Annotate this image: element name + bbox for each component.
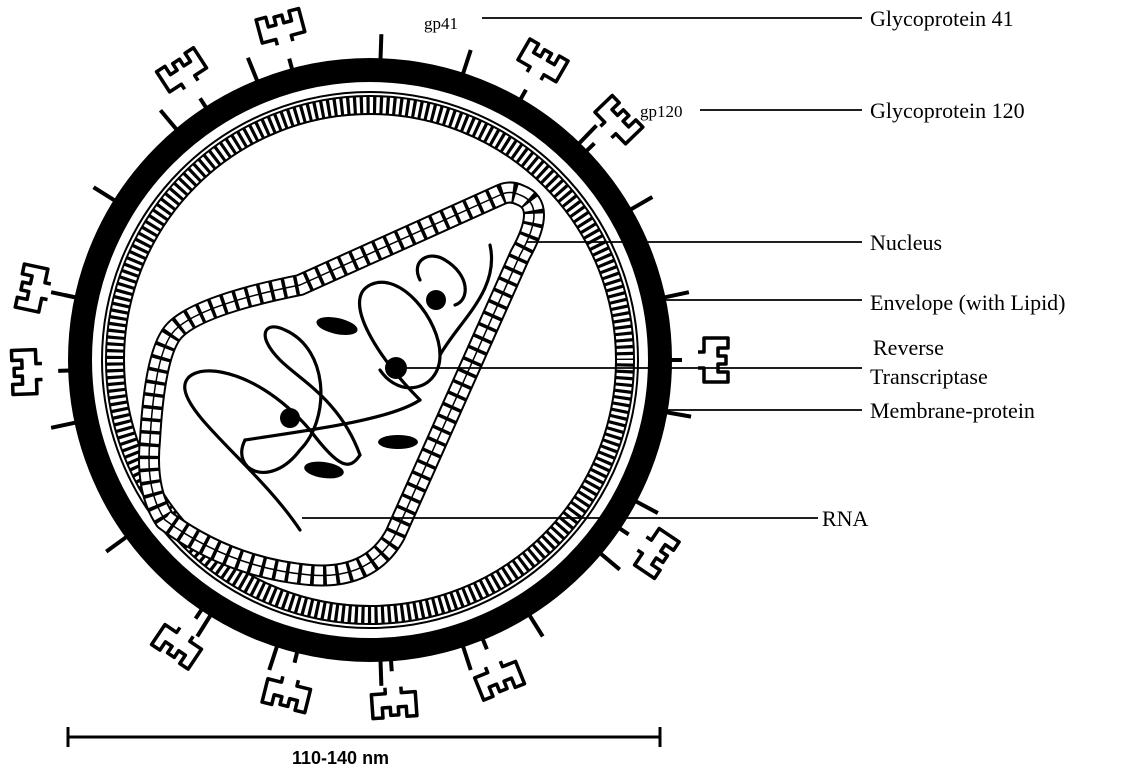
reverse-transcriptase-dot [385, 357, 407, 379]
glycoprotein-41-label: Glycoprotein 41 [870, 6, 1014, 31]
gp120-knob [515, 39, 568, 109]
protein-oval [378, 435, 418, 449]
gp120-label: gp120 [640, 102, 683, 121]
glycoprotein-120-label: Glycoprotein 120 [870, 98, 1025, 123]
rna-label: RNA [822, 506, 869, 531]
reverse-transcriptase-dot [426, 290, 446, 310]
gp120-knob [579, 95, 643, 158]
envelope-label: Envelope (with Lipid) [870, 290, 1066, 315]
gp41-label: gp41 [424, 14, 458, 33]
scale-bar-label: 110-140 nm [292, 748, 389, 768]
nucleus-label: Nucleus [870, 230, 942, 255]
gp120-knob [157, 48, 212, 117]
membrane-protein-label: Membrane-protein [870, 398, 1035, 423]
reverse-label: Reverse [873, 335, 944, 360]
reverse-transcriptase-dot [280, 408, 300, 428]
transcriptase-label: Transcriptase [870, 364, 988, 389]
gp120-knob [610, 522, 679, 578]
scale-bar [68, 727, 660, 747]
